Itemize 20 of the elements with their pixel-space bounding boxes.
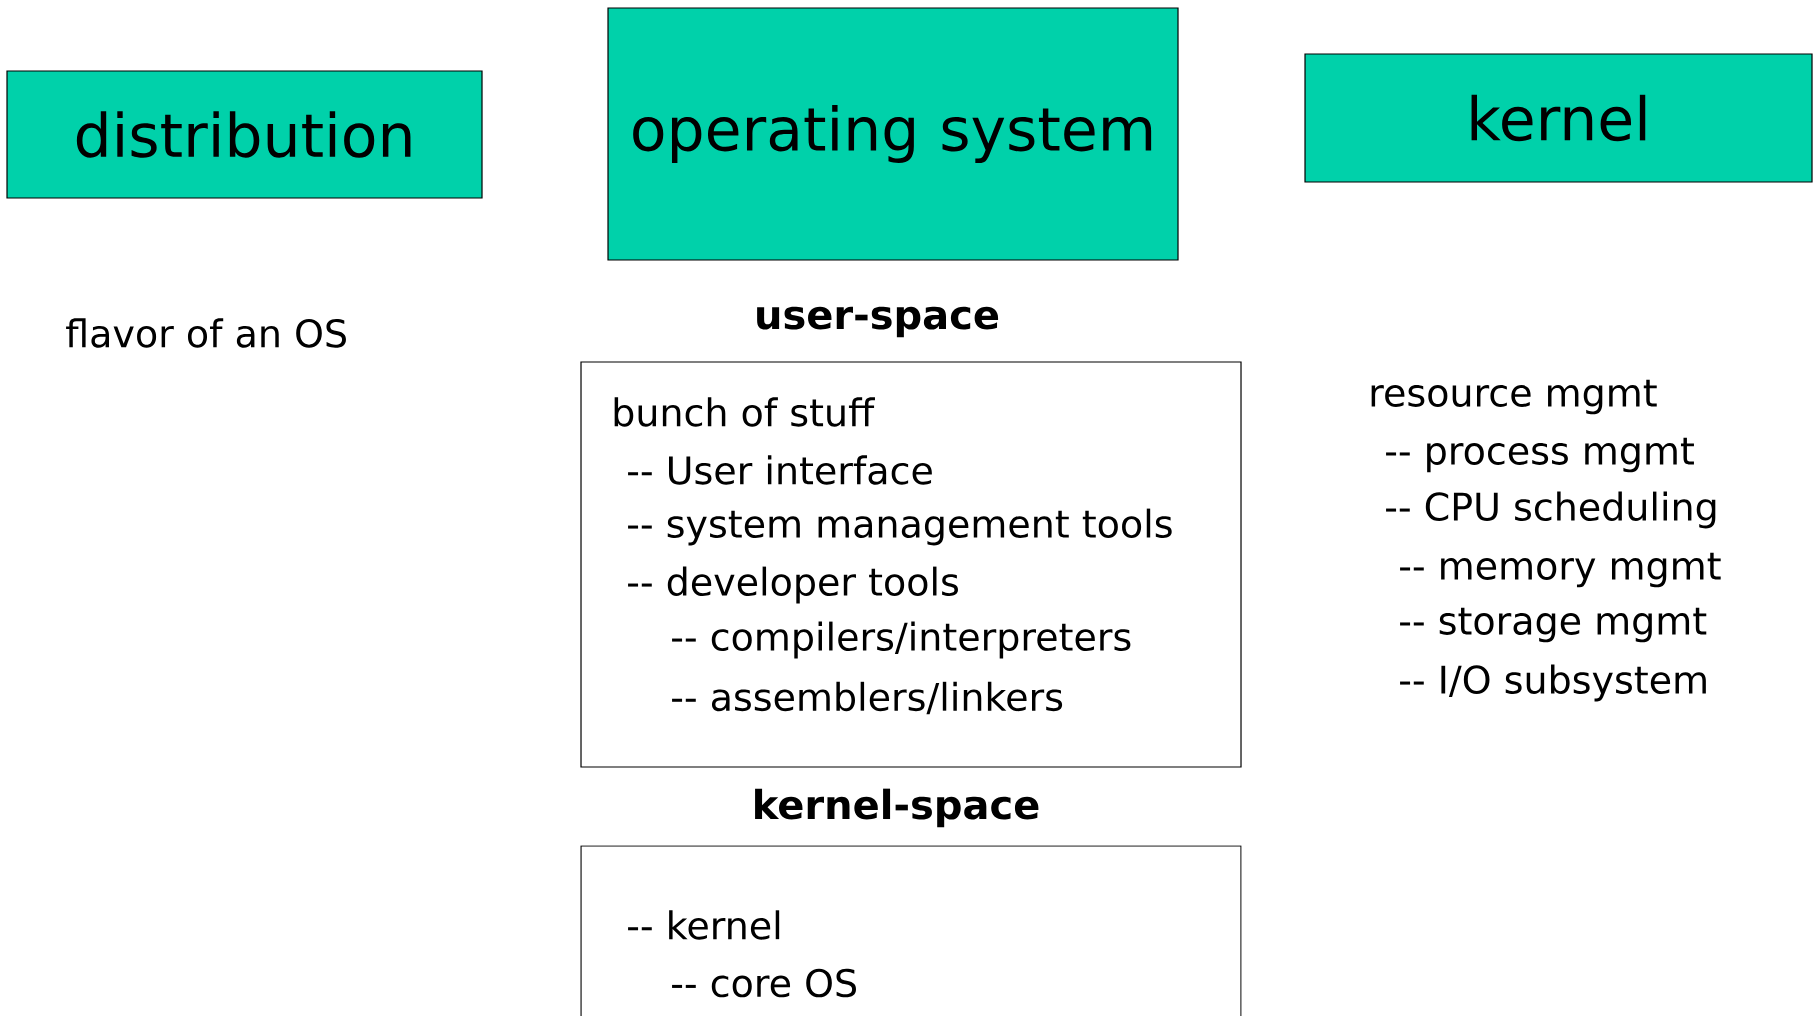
note-text: flavor of an OS bbox=[66, 318, 346, 348]
list-item: -- system management tools bbox=[628, 508, 1172, 546]
list-item: -- compilers/interpreters bbox=[672, 621, 1131, 659]
note-text: -- I/O subsystem bbox=[1400, 664, 1706, 702]
list-item: -- core OS bbox=[672, 968, 856, 998]
list-item: -- User interface bbox=[628, 455, 932, 485]
section-heading: kernel-space bbox=[755, 788, 1039, 828]
note-text: -- process mgmt bbox=[1386, 437, 1694, 473]
title-box: distribution bbox=[6, 70, 483, 199]
section-heading: user-space bbox=[757, 306, 999, 338]
note-text: -- memory mgmt bbox=[1400, 552, 1721, 588]
list-item: -- kernel bbox=[628, 910, 780, 940]
title-box: kernel bbox=[1304, 53, 1813, 183]
title-box: operating system bbox=[607, 7, 1179, 261]
note-text: resource mgmt bbox=[1371, 379, 1657, 415]
list-item: -- assemblers/linkers bbox=[672, 681, 1063, 715]
list-item: -- developer tools bbox=[628, 566, 958, 604]
list-item: bunch of stuff bbox=[614, 397, 875, 427]
note-text: -- CPU scheduling bbox=[1386, 491, 1716, 529]
note-text: -- storage mgmt bbox=[1400, 607, 1707, 643]
